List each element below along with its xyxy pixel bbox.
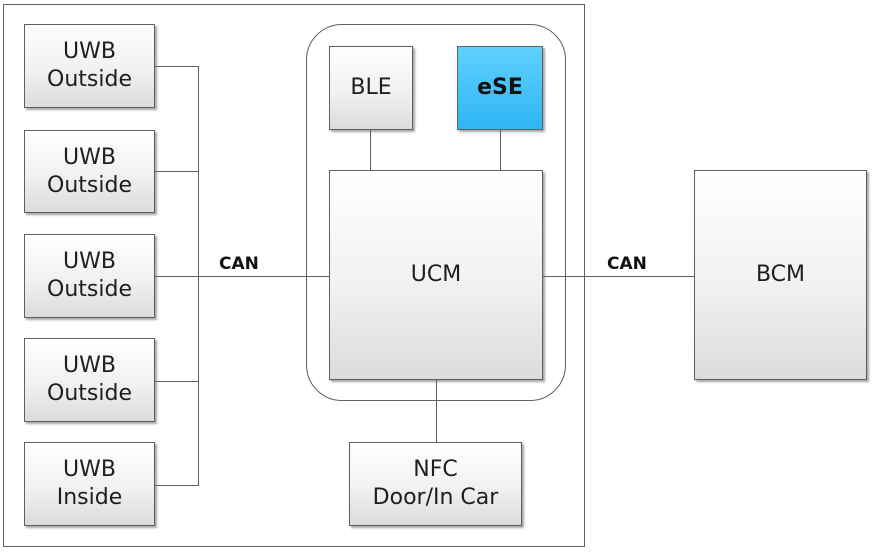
- ucm-nfc-link: [436, 380, 437, 442]
- can-bus-right: [543, 276, 694, 277]
- uwb-inside-node: UWB Inside: [24, 442, 155, 526]
- uwb-outside-node-1-line1: UWB: [63, 39, 116, 64]
- uwb-2-link: [155, 171, 198, 172]
- uwb-outside-node-3: UWB Outside: [24, 234, 155, 318]
- bcm-node: BCM: [694, 170, 867, 380]
- ese-ucm-link: [500, 130, 501, 170]
- uwb-outside-node-3-line1: UWB: [63, 249, 116, 274]
- can-label-left: CAN: [219, 254, 259, 274]
- bcm-node-label: BCM: [755, 262, 806, 287]
- uwb-outside-node-4-line1: UWB: [63, 353, 116, 378]
- ble-node-label: BLE: [350, 75, 392, 100]
- ucm-node: UCM: [329, 170, 543, 380]
- nfc-node: NFC Door/In Car: [349, 442, 522, 526]
- uwb-inside-node-line1: UWB: [63, 457, 116, 482]
- uwb-outside-node-1-line2: Outside: [47, 67, 132, 92]
- ese-node: eSE: [457, 46, 543, 130]
- nfc-node-line1: NFC: [413, 457, 458, 482]
- ble-ucm-link: [370, 130, 371, 170]
- uwb-outside-node-2: UWB Outside: [24, 130, 155, 213]
- can-label-right: CAN: [607, 254, 647, 274]
- uwb-outside-node-3-line2: Outside: [47, 277, 132, 302]
- uwb-outside-node-2-line2: Outside: [47, 172, 132, 198]
- uwb-inside-node-line2: Inside: [56, 485, 123, 510]
- uwb-outside-node-2-line1: UWB: [63, 144, 116, 170]
- uwb-outside-node-4-line2: Outside: [47, 381, 132, 406]
- uwb-3-link: [155, 276, 198, 277]
- ble-node: BLE: [329, 46, 413, 130]
- uwb-5-link: [155, 485, 198, 486]
- uwb-outside-node-4: UWB Outside: [24, 338, 155, 422]
- uwb-4-link: [155, 381, 198, 382]
- uwb-1-link: [155, 66, 198, 67]
- ese-node-label: eSE: [477, 75, 523, 100]
- uwb-outside-node-1: UWB Outside: [24, 24, 155, 108]
- can-bus-left: [198, 276, 329, 277]
- nfc-node-line2: Door/In Car: [372, 485, 499, 510]
- ucm-node-label: UCM: [410, 262, 462, 287]
